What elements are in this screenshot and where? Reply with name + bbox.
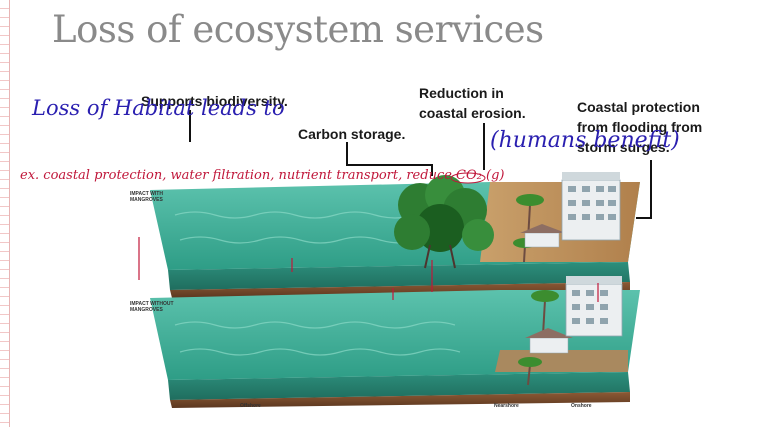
handwritten-humans-benefit: (humans benefit) xyxy=(490,128,680,153)
slide-title: Loss of ecosystem services xyxy=(52,8,544,51)
label-impact-without-1: IMPACT WITHOUT xyxy=(130,301,174,307)
red-ink-marks xyxy=(138,237,599,302)
co2-circle xyxy=(450,172,486,184)
label-supports-biodiversity: Supports biodiversity. xyxy=(141,93,288,109)
handwritten-services-list: ex. coastal protection, water filtration… xyxy=(20,168,505,183)
label-impact-without-2: MANGROVES xyxy=(130,307,163,313)
notebook-margin-rule xyxy=(0,0,10,427)
label-coastal-protection-2: from flooding from xyxy=(577,119,703,135)
building-bottom xyxy=(565,276,623,337)
label-impact-with-2: MANGROVES xyxy=(130,197,163,203)
label-onshore: Onshore xyxy=(571,403,592,409)
house-bottom xyxy=(525,328,573,354)
label-offshore: Offshore xyxy=(240,403,261,409)
block-without-mangroves xyxy=(150,276,640,408)
label-reduction-erosion-2: coastal erosion. xyxy=(419,105,526,121)
label-coastal-protection-3: storm surges. xyxy=(577,139,670,155)
house-top xyxy=(520,224,566,248)
callout-lines xyxy=(189,110,652,219)
label-coastal-protection-1: Coastal protection xyxy=(577,99,700,115)
palm-trees-bottom xyxy=(518,290,559,386)
handwritten-loss-of-habitat: Loss of Habitat leads to xyxy=(32,96,285,120)
mangrove-trees xyxy=(394,175,494,269)
block-with-mangroves xyxy=(150,172,640,298)
label-nearshore: Nearshore xyxy=(494,403,519,409)
label-carbon-storage: Carbon storage. xyxy=(298,126,406,142)
label-impact-with-1: IMPACT WITH xyxy=(130,191,163,197)
building-top xyxy=(561,172,621,241)
label-reduction-erosion-1: Reduction in xyxy=(419,85,504,101)
